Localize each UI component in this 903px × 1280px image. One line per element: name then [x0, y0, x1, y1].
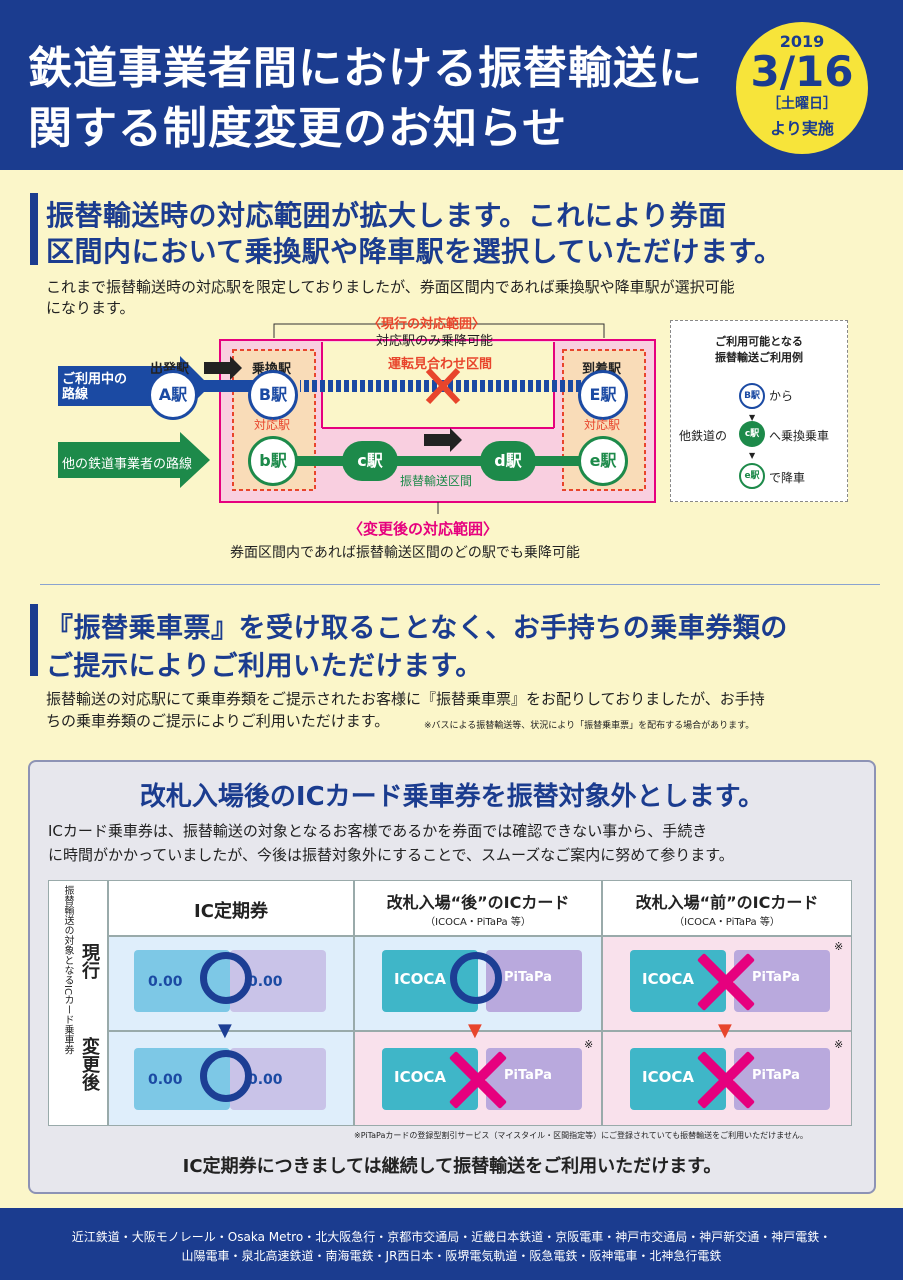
pitapa-label-4: PiTaPa: [752, 1068, 800, 1083]
new-range-note: 券面区間内であれば振替輸送区間のどの駅でも乗降可能: [230, 545, 580, 561]
col-header-pass: IC定期券: [108, 880, 354, 936]
section2-heading-line2: ご提示によりご利用いただけます。: [46, 651, 483, 682]
col-header-before-sub: （ICOCA・PiTaPa 等）: [674, 917, 780, 928]
section-divider: [40, 584, 880, 585]
date-main: 3/16: [750, 47, 854, 96]
ic-section-heading: 改札入場後のICカード乗車券を振替対象外とします。: [139, 782, 765, 812]
station-e: e駅: [578, 436, 628, 486]
transfer-range-diagram: [58, 323, 656, 514]
date-year: 2019: [779, 32, 825, 51]
col-header-before-text: 改札入場“前”のICカード: [635, 893, 819, 912]
pitapa-label: PiTaPa: [504, 970, 552, 985]
direction-arrow-icon-2: [424, 428, 462, 452]
asterisk-mark-2: ※: [584, 1038, 594, 1051]
ic-closing-text: IC定期券につきましては継続して振替輸送をご利用いただけます。: [182, 1156, 722, 1177]
footer-operators-line2: 山陽電車・泉北高速鉄道・南海電鉄・JR西日本・阪堺電気軌道・阪急電鉄・阪神電車・…: [181, 1249, 722, 1263]
down-arrow-icon-before: ▼: [718, 1020, 732, 1041]
section1-body-line2: になります。: [46, 299, 135, 317]
table-side-header: 振替輸送の対象となるICカード乗車券 現行 変更後: [48, 880, 108, 1126]
footer-operators-line1: 近江鉄道・大阪モノレール・Osaka Metro・北大阪急行・京都市交通局・近畿…: [71, 1230, 832, 1244]
col-header-pass-text: IC定期券: [194, 901, 268, 922]
pitapa-label-3: PiTaPa: [504, 1068, 552, 1083]
section2-accent-bar: [30, 604, 38, 676]
ok-circle-icon: [200, 952, 252, 1004]
asterisk-mark-3: ※: [834, 1038, 844, 1051]
down-arrow-icon: ▼: [749, 413, 756, 422]
example-from: から: [769, 389, 794, 403]
date-weekday: ［土曜日］: [767, 96, 837, 112]
example-title2: 振替輸送ご利用例: [715, 351, 803, 364]
pitapa-card: PiTaPa: [486, 950, 582, 1012]
row-label-after: 変更後: [79, 1037, 100, 1091]
example-transfer: へ乗換乗車: [769, 429, 830, 443]
station-A: A駅: [148, 370, 198, 420]
direction-arrow-icon: [204, 356, 242, 380]
pass-amount-2: 0.00: [248, 974, 283, 990]
example-station-B: B駅: [739, 383, 765, 409]
station-c: c駅: [342, 441, 398, 481]
pitapa-footnote: ※PiTaPaカードの登録型割引サービス（マイスタイル・区間指定等）にご登録され…: [354, 1131, 808, 1140]
down-arrow-icon-2: ▼: [749, 451, 756, 460]
station-d: d駅: [480, 441, 536, 481]
icoca-label-3: ICOCA: [394, 1068, 446, 1086]
suspended-section-label: 運転見合わせ区間: [388, 357, 493, 372]
new-range-label: 〈変更後の対応範囲〉: [348, 520, 499, 538]
date-effective: より実施: [770, 119, 834, 138]
example-station-c: c駅: [739, 421, 765, 447]
footer-banner: [0, 1208, 903, 1280]
example-title1: ご利用可能となる: [715, 335, 803, 348]
ic-body-line2: に時間がかかっていましたが、今後は振替対象外にすることで、スムーズなご案内に努め…: [48, 846, 734, 864]
section2-body-line2: ちの乗車券類のご提示によりご利用いただけます。: [46, 712, 390, 730]
pass-amount-4: 0.00: [248, 1072, 283, 1088]
other-line-label: 他の鉄道事業者の路線: [62, 457, 193, 472]
pitapa-label-2: PiTaPa: [752, 970, 800, 985]
page-title-line2: 関する制度変更のお知らせ: [28, 103, 568, 154]
pass-amount: 0.00: [148, 974, 183, 990]
station-E: E駅: [578, 370, 628, 420]
ng-x-icon: [696, 952, 756, 1012]
col-header-after-text: 改札入場“後”のICカード: [386, 893, 570, 912]
suspended-x-icon: [425, 367, 461, 405]
icoca-label: ICOCA: [394, 970, 446, 988]
col-header-before: 改札入場“前”のICカード （ICOCA・PiTaPa 等）: [602, 880, 852, 936]
section1-accent-bar: [30, 193, 38, 265]
station-B: B駅: [248, 370, 298, 420]
taiou-label-left: 対応駅: [254, 418, 291, 432]
down-arrow-icon-after: ▼: [468, 1020, 482, 1041]
line-in-use-label: ご利用中の 路線: [62, 372, 128, 402]
current-range-label: 〈現行の対応範囲〉: [368, 317, 486, 332]
col-header-after-sub: （ICOCA・PiTaPa 等）: [425, 917, 531, 928]
row-label-current: 現行: [79, 943, 100, 979]
furikae-section-label: 振替輸送区間: [400, 474, 473, 488]
other-line-arrow: [58, 432, 210, 488]
example-box: ご利用可能となる 振替輸送ご利用例 B駅 から ▼ 他鉄道の c駅 へ乗換乗車 …: [670, 320, 848, 502]
pass-amount-3: 0.00: [148, 1072, 183, 1088]
ok-circle-icon-2: [450, 952, 502, 1004]
section2-heading-line1: 『振替乗車票』を受け取ることなく、お手持ちの乗車券類の: [46, 613, 788, 644]
asterisk-mark: ※: [834, 940, 844, 953]
col-header-after: 改札入場“後”のICカード （ICOCA・PiTaPa 等）: [354, 880, 602, 936]
example-station-e: e駅: [739, 463, 765, 489]
ic-body-line1: ICカード乗車券は、振替輸送の対象となるお客様であるかを券面では確認できない事か…: [48, 822, 708, 840]
down-arrow-icon-pass: ▼: [218, 1020, 232, 1041]
ng-x-icon-2: [448, 1050, 508, 1110]
date-badge: 2019 3/16 ［土曜日］ より実施: [736, 22, 868, 154]
section1-heading-line2: 区間内において乗換駅や降車駅を選択していただけます。: [46, 235, 783, 268]
page-title-line1: 鉄道事業者間における振替輸送に: [28, 43, 703, 94]
station-b: b駅: [248, 436, 298, 486]
current-range-note: 対応駅のみ乗降可能: [376, 334, 494, 349]
section1-heading-line1: 振替輸送時の対応範囲が拡大します。これにより券面: [46, 199, 727, 232]
ng-x-icon-3: [696, 1050, 756, 1110]
section2-note: ※バスによる振替輸送等、状況により「振替乗車票」を配布する場合があります。: [424, 721, 755, 731]
ic-card-section: 改札入場後のICカード乗車券を振替対象外とします。 ICカード乗車券は、振替輸送…: [28, 760, 876, 1194]
section2-body-line1: 振替輸送の対応駅にて乗車券類をご提示されたお客様に『振替乗車票』をお配りしており…: [46, 690, 765, 708]
example-other: 他鉄道の: [679, 429, 728, 443]
icoca-label-2: ICOCA: [642, 970, 694, 988]
section1-body-line1: これまで振替輸送時の対応駅を限定しておりましたが、券面区間内であれば乗換駅や降車…: [46, 278, 735, 296]
taiou-label-right: 対応駅: [584, 418, 621, 432]
side-label: 振替輸送の対象となるICカード乗車券: [62, 885, 73, 1055]
ok-circle-icon-3: [200, 1050, 252, 1102]
icoca-label-4: ICOCA: [642, 1068, 694, 1086]
example-alight: で降車: [769, 471, 806, 485]
